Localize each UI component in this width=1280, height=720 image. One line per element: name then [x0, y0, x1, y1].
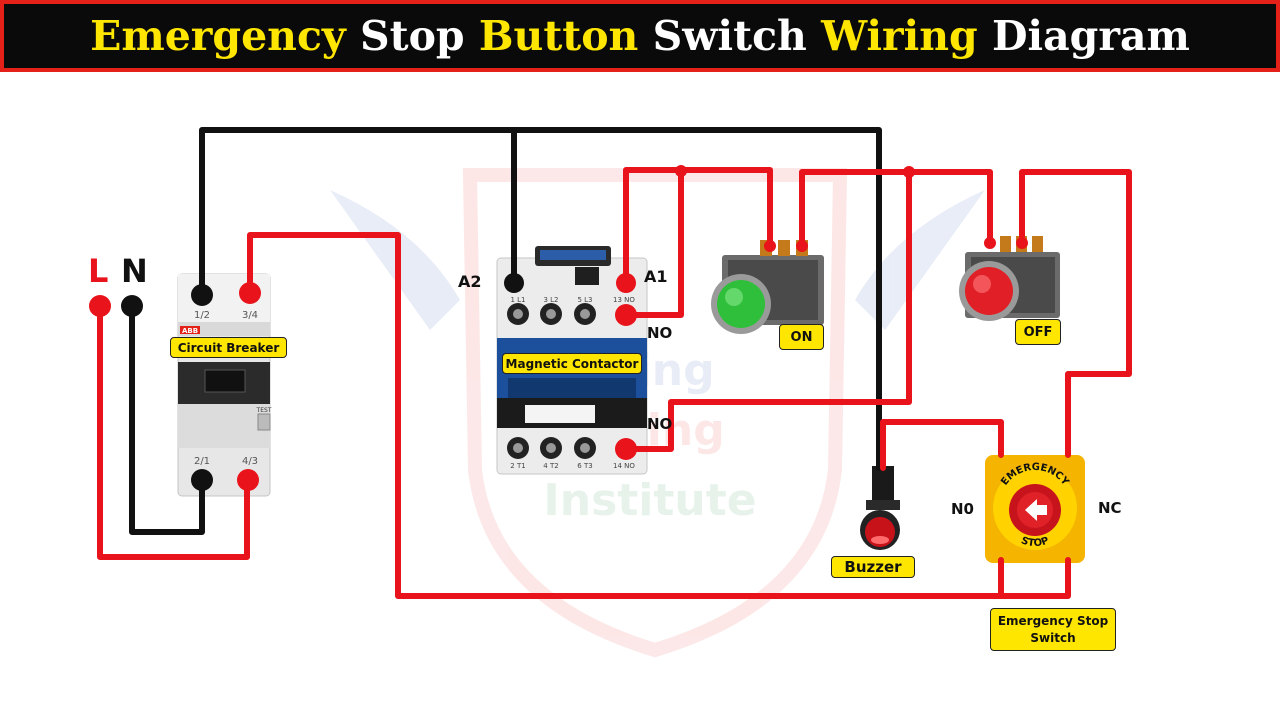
- buzzer-label: Buzzer: [831, 556, 915, 578]
- contactor-a2-label: A2: [458, 272, 482, 291]
- contactor-term-t3: 6 T3: [577, 462, 592, 470]
- title-word-switch: Switch: [652, 12, 807, 60]
- breaker-term-2-1: 2/1: [194, 456, 210, 467]
- on-terminal-left: [764, 240, 776, 252]
- emergency-stop-label-line2: Switch: [1030, 630, 1076, 645]
- wire-black-neutral-bus: [199, 127, 882, 471]
- emergency-stop-label: Emergency Stop Switch: [990, 608, 1116, 651]
- emergency-stop-label-line1: Emergency Stop: [997, 613, 1109, 628]
- title-banner: Emergency Stop Button Switch Wiring Diag…: [0, 0, 1280, 72]
- terminals: [89, 273, 637, 491]
- magnetic-contactor-label: Magnetic Contactor: [502, 353, 642, 374]
- contactor-no13-terminal: [615, 304, 637, 326]
- breaker-test: TEST: [256, 407, 272, 414]
- title-word-emergency: Emergency: [90, 12, 346, 60]
- supply-line-label: L: [88, 252, 109, 290]
- contactor-term-l1: 1 L1: [510, 296, 525, 304]
- wires: [97, 127, 1132, 599]
- junction-on-off: [903, 166, 915, 178]
- supply-line-terminal: [89, 295, 111, 317]
- off-push-button: [959, 236, 1060, 321]
- watermark-line3: Institute: [543, 475, 756, 526]
- contactor-term-14no: 14 NO: [613, 462, 635, 470]
- wire-red-a1-on: [623, 167, 773, 286]
- contactor-term-13no: 13 NO: [613, 296, 635, 304]
- wire-black-neutral-in: [129, 304, 205, 535]
- breaker-brand: ABB: [182, 327, 198, 335]
- breaker-terminal-4-3: [237, 469, 259, 491]
- estop-no-label: N0: [951, 500, 974, 518]
- wire-red-line-in: [97, 304, 250, 560]
- breaker-term-1-2: 1/2: [194, 310, 210, 321]
- estop-nc-label: NC: [1098, 499, 1122, 517]
- wire-red-line-bus: [247, 232, 1071, 599]
- contactor-term-t2: 4 T2: [543, 462, 558, 470]
- title-word-diagram: Diagram: [991, 12, 1190, 60]
- supply-neutral-terminal: [121, 295, 143, 317]
- breaker-term-4-3: 4/3: [242, 456, 258, 467]
- buzzer-device: [860, 466, 900, 550]
- contactor-term-l2: 3 L2: [543, 296, 558, 304]
- circuit-breaker: ABB TEST 1/2 3/4 2/1 4/3: [177, 273, 272, 497]
- contactor-a1-terminal: [616, 273, 636, 293]
- off-terminal-left: [984, 237, 996, 249]
- breaker-terminal-1-2: [191, 284, 213, 306]
- off-terminal-right: [1016, 237, 1028, 249]
- title-word-button: Button: [478, 12, 639, 60]
- junctions: [675, 165, 1028, 252]
- wire-red-buzzer-no: [880, 419, 1004, 471]
- contactor-no-top-label: NO: [647, 324, 673, 342]
- emergency-stop-device: EMERGENCY STOP: [985, 455, 1085, 563]
- wire-red-no13: [623, 167, 684, 318]
- contactor-term-t1: 2 T1: [510, 462, 525, 470]
- circuit-breaker-label: Circuit Breaker: [170, 337, 287, 358]
- wire-red-off-nc: [1019, 169, 1132, 458]
- contactor-no14-terminal: [615, 438, 637, 460]
- title-word-wiring: Wiring: [821, 12, 978, 60]
- off-button-label: OFF: [1015, 319, 1061, 345]
- contactor-a2-terminal: [504, 273, 524, 293]
- wire-red-no14: [623, 169, 912, 452]
- contactor-no-bottom-label: NO: [647, 415, 673, 433]
- on-terminal-right: [796, 240, 808, 252]
- breaker-terminal-3-4: [239, 282, 261, 304]
- junction-a1: [675, 165, 687, 177]
- supply-neutral-label: N: [121, 252, 148, 290]
- wire-red-on-off: [799, 169, 993, 249]
- watermark: ning ering Institute: [330, 168, 985, 658]
- title-inner: Emergency Stop Button Switch Wiring Diag…: [4, 4, 1276, 68]
- title-word-stop: Stop: [360, 12, 465, 60]
- contactor-term-l3: 5 L3: [577, 296, 592, 304]
- on-button-label: ON: [779, 324, 824, 350]
- contactor-a1-label: A1: [644, 267, 668, 286]
- on-push-button: [711, 240, 824, 334]
- breaker-terminal-2-1: [191, 469, 213, 491]
- breaker-term-3-4: 3/4: [242, 310, 258, 321]
